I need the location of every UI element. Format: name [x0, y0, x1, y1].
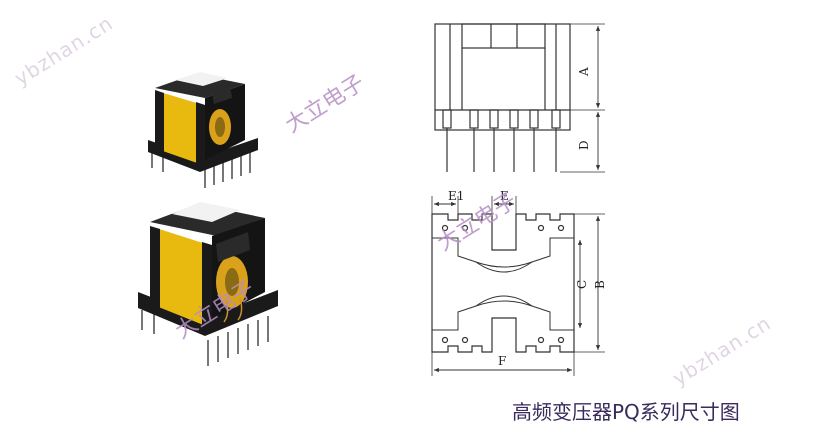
large-transformer-photo: [138, 202, 278, 366]
small-transformer-photo: [148, 72, 258, 188]
dim-label-a: A: [577, 67, 591, 77]
dim-label-e1: E1: [448, 189, 464, 203]
dim-label-f: F: [498, 354, 506, 368]
dim-label-e: E: [500, 189, 509, 203]
dim-label-d: D: [577, 140, 591, 150]
top-view-drawing: [431, 196, 605, 376]
dim-label-c: C: [575, 280, 589, 289]
dim-label-b: B: [593, 280, 607, 289]
caption-title: 高频变压器PQ系列尺寸图: [512, 400, 740, 424]
side-view-drawing: [434, 23, 605, 173]
